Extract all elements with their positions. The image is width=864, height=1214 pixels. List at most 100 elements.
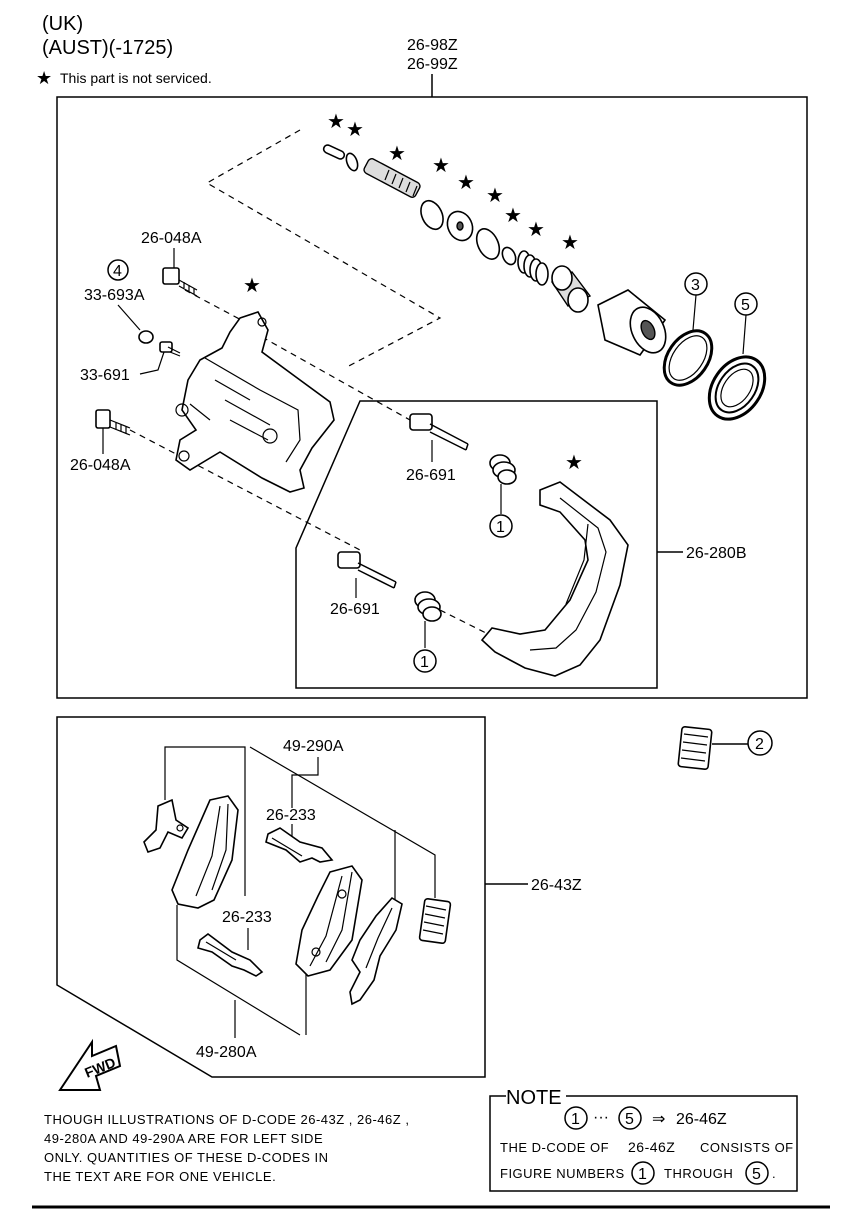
caliper-assembly-frame bbox=[56, 96, 808, 699]
label-26-691-top[interactable]: 26-691 bbox=[406, 467, 456, 484]
pad-clip-outer[interactable] bbox=[143, 798, 190, 853]
bolt-top[interactable] bbox=[162, 267, 198, 297]
boot-bottom[interactable] bbox=[414, 591, 442, 622]
bracket-49-280A-left bbox=[176, 905, 301, 1036]
star-icon: ★ bbox=[346, 119, 364, 141]
callout-1-top[interactable]: 1 bbox=[496, 519, 505, 536]
star-icon: ★ bbox=[527, 219, 545, 241]
small-ring[interactable] bbox=[500, 245, 518, 266]
pad-kit-frame bbox=[56, 716, 486, 1078]
note-box-frame bbox=[489, 1095, 798, 1192]
label-26-691-bottom[interactable]: 26-691 bbox=[330, 601, 380, 618]
bracket-frame bbox=[295, 400, 658, 689]
star-icon: ★ bbox=[327, 111, 345, 133]
callout-2[interactable]: 2 bbox=[755, 736, 764, 753]
label-26-233-bottom[interactable]: 26-233 bbox=[222, 909, 272, 926]
note-ellipsis: ··· bbox=[593, 1109, 609, 1126]
label-49-290A[interactable]: 49-290A bbox=[283, 738, 344, 755]
boot-top[interactable] bbox=[489, 454, 517, 485]
label-26-048A-top[interactable]: 26-048A bbox=[141, 230, 202, 247]
callout-4[interactable]: 4 bbox=[113, 263, 122, 280]
leader-5 bbox=[742, 314, 747, 355]
pad-spring-clip[interactable] bbox=[349, 896, 403, 1006]
footnote-line2: 49-280A AND 49-290A ARE FOR LEFT SIDE bbox=[44, 1131, 323, 1146]
star-icon: ★ bbox=[565, 452, 583, 474]
note-line3-a: FIGURE NUMBERS bbox=[500, 1166, 625, 1181]
brake-pad-outer[interactable] bbox=[171, 795, 239, 909]
snap-ring-1[interactable] bbox=[417, 197, 448, 233]
star-icon: ★ bbox=[457, 172, 475, 194]
leader-49-290A bbox=[291, 757, 319, 808]
spring-part[interactable] bbox=[517, 250, 549, 286]
note-circle-5-label: 5 bbox=[625, 1111, 634, 1128]
footnote-line3: ONLY. QUANTITIES OF THESE D-CODES IN bbox=[44, 1150, 329, 1165]
grease-packet[interactable] bbox=[677, 726, 713, 770]
footnote-line1: THOUGH ILLUSTRATIONS OF D-CODE 26-43Z , … bbox=[44, 1112, 409, 1127]
anti-squeal-shim[interactable] bbox=[418, 897, 452, 945]
snap-ring-2[interactable] bbox=[472, 225, 504, 262]
note-line3-b: THROUGH bbox=[664, 1166, 733, 1181]
note-line3-circle-5 bbox=[745, 1161, 769, 1185]
assembly-dash-boot-bottom bbox=[439, 609, 491, 636]
label-26-048A-bottom[interactable]: 26-048A bbox=[70, 457, 131, 474]
note-line3-circle-1 bbox=[631, 1161, 655, 1185]
caliper-body[interactable] bbox=[175, 311, 335, 493]
footnote-line4: THE TEXT ARE FOR ONE VEHICLE. bbox=[44, 1169, 276, 1184]
label-49-280A[interactable]: 49-280A bbox=[196, 1044, 257, 1061]
note-line3-end: . bbox=[772, 1166, 776, 1181]
shim-bottom[interactable] bbox=[197, 933, 264, 977]
note-circle-5 bbox=[618, 1106, 642, 1130]
note-line2-a: THE D-CODE OF bbox=[500, 1140, 609, 1155]
piston-part[interactable] bbox=[597, 289, 673, 359]
guide-pin-bottom[interactable] bbox=[337, 551, 397, 589]
callout-5[interactable]: 5 bbox=[741, 297, 750, 314]
note-line3-circle-5-label: 5 bbox=[752, 1166, 761, 1183]
pin-part[interactable] bbox=[322, 144, 346, 161]
note-line3-circle-1-label: 1 bbox=[638, 1166, 647, 1183]
note-line2-b: 26-46Z bbox=[628, 1139, 675, 1155]
legend-text: This part is not serviced. bbox=[60, 70, 212, 86]
leader-bleeder-cap bbox=[117, 304, 141, 331]
note-title: NOTE bbox=[506, 1087, 562, 1109]
bracket-49-290A-left bbox=[164, 746, 246, 896]
label-33-691[interactable]: 33-691 bbox=[80, 367, 130, 384]
legend-star-icon: ★ bbox=[36, 68, 52, 88]
label-26-99Z[interactable]: 26-99Z bbox=[407, 56, 458, 73]
callout-circle-1-top bbox=[489, 514, 513, 538]
note-circle-1-label: 1 bbox=[571, 1111, 580, 1128]
adjuster-spindle[interactable] bbox=[363, 157, 422, 198]
star-icon: ★ bbox=[388, 143, 406, 165]
label-26-43Z[interactable]: 26-43Z bbox=[531, 877, 582, 894]
washer-hole bbox=[456, 221, 464, 231]
note-arrow-icon: ⇒ bbox=[652, 1111, 665, 1128]
note-line2-c: CONSISTS OF bbox=[700, 1140, 794, 1155]
star-icon: ★ bbox=[243, 275, 261, 297]
label-26-233-top[interactable]: 26-233 bbox=[266, 807, 316, 824]
callout-3[interactable]: 3 bbox=[691, 277, 700, 294]
note-circle-1 bbox=[564, 1106, 588, 1130]
piston-parts bbox=[322, 144, 592, 313]
callout-1-bottom[interactable]: 1 bbox=[420, 654, 429, 671]
guide-pin-top[interactable] bbox=[409, 413, 469, 451]
star-icon: ★ bbox=[486, 185, 504, 207]
bolt-bottom[interactable] bbox=[95, 409, 131, 436]
bracket-49-290A-right bbox=[249, 746, 436, 898]
assembly-dash-piston bbox=[205, 129, 442, 369]
bleeder-cap[interactable] bbox=[138, 330, 154, 344]
label-26-280B[interactable]: 26-280B bbox=[686, 545, 747, 562]
label-26-98Z[interactable]: 26-98Z bbox=[407, 37, 458, 54]
piston-seal[interactable] bbox=[654, 322, 721, 394]
bleeder-screw[interactable] bbox=[159, 341, 181, 357]
leader-bleeder-screw bbox=[139, 351, 165, 375]
header-region-uk: (UK) bbox=[42, 13, 83, 35]
label-33-693A[interactable]: 33-693A bbox=[84, 287, 145, 304]
callout-circle-2 bbox=[747, 730, 773, 756]
spring-cover[interactable] bbox=[550, 265, 592, 313]
dust-boot[interactable] bbox=[698, 346, 776, 429]
o-ring-part[interactable] bbox=[344, 152, 360, 172]
mounting-bracket[interactable] bbox=[480, 481, 629, 677]
brake-pad-inner[interactable] bbox=[295, 865, 363, 977]
fwd-arrow-icon: FWD bbox=[58, 1038, 122, 1091]
shim-top[interactable] bbox=[265, 827, 334, 863]
